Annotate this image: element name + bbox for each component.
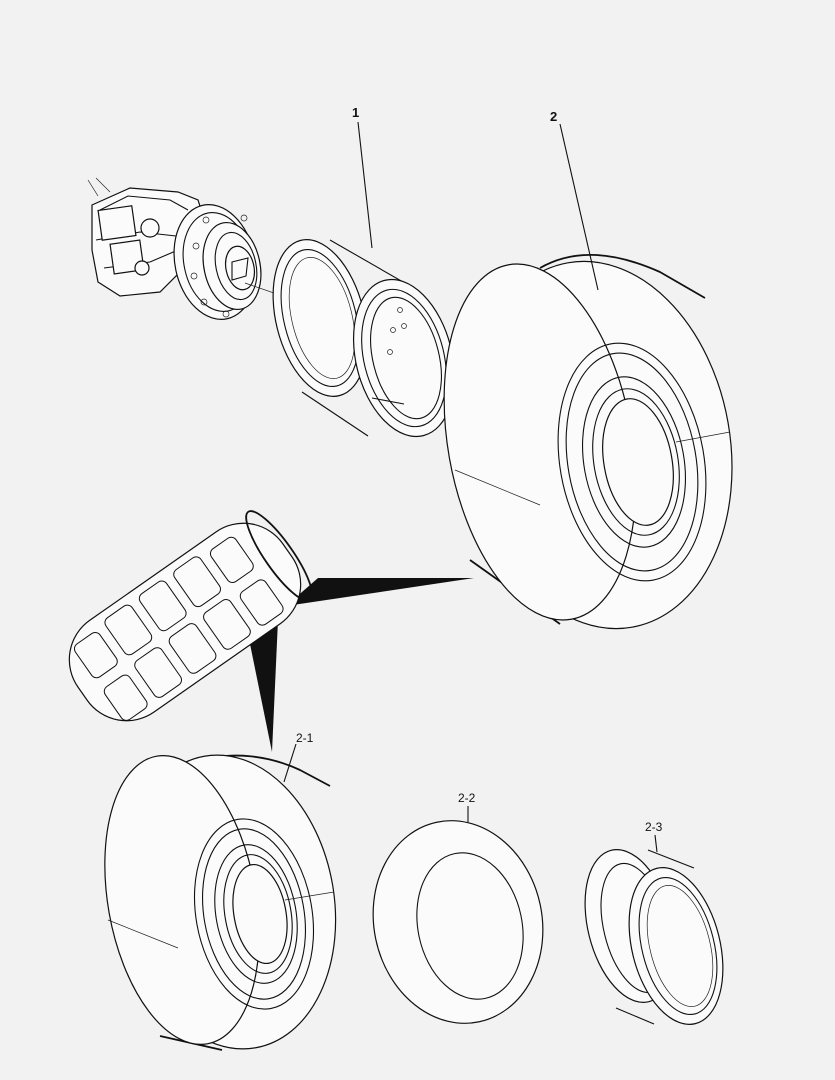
tire bbox=[104, 754, 337, 1051]
callout-2-3-label: 2-3 bbox=[645, 820, 663, 834]
tire-assembly bbox=[443, 254, 733, 630]
leader-line-2-1 bbox=[283, 743, 297, 783]
wheel-rim bbox=[272, 239, 456, 438]
leader-line-2 bbox=[559, 123, 599, 291]
inner-tube bbox=[372, 820, 544, 1024]
callout-1-label: 1 bbox=[352, 105, 359, 120]
leader-line-1 bbox=[357, 121, 373, 249]
callout-2-label: 2 bbox=[550, 109, 557, 124]
leader-line-2-3 bbox=[654, 834, 658, 853]
flap bbox=[584, 849, 724, 1025]
axle-hub-assembly bbox=[87, 177, 262, 320]
callout-2-1-label: 2-1 bbox=[296, 731, 314, 745]
tread-detail-view bbox=[68, 510, 474, 752]
callout-2-2-label: 2-2 bbox=[458, 791, 476, 805]
